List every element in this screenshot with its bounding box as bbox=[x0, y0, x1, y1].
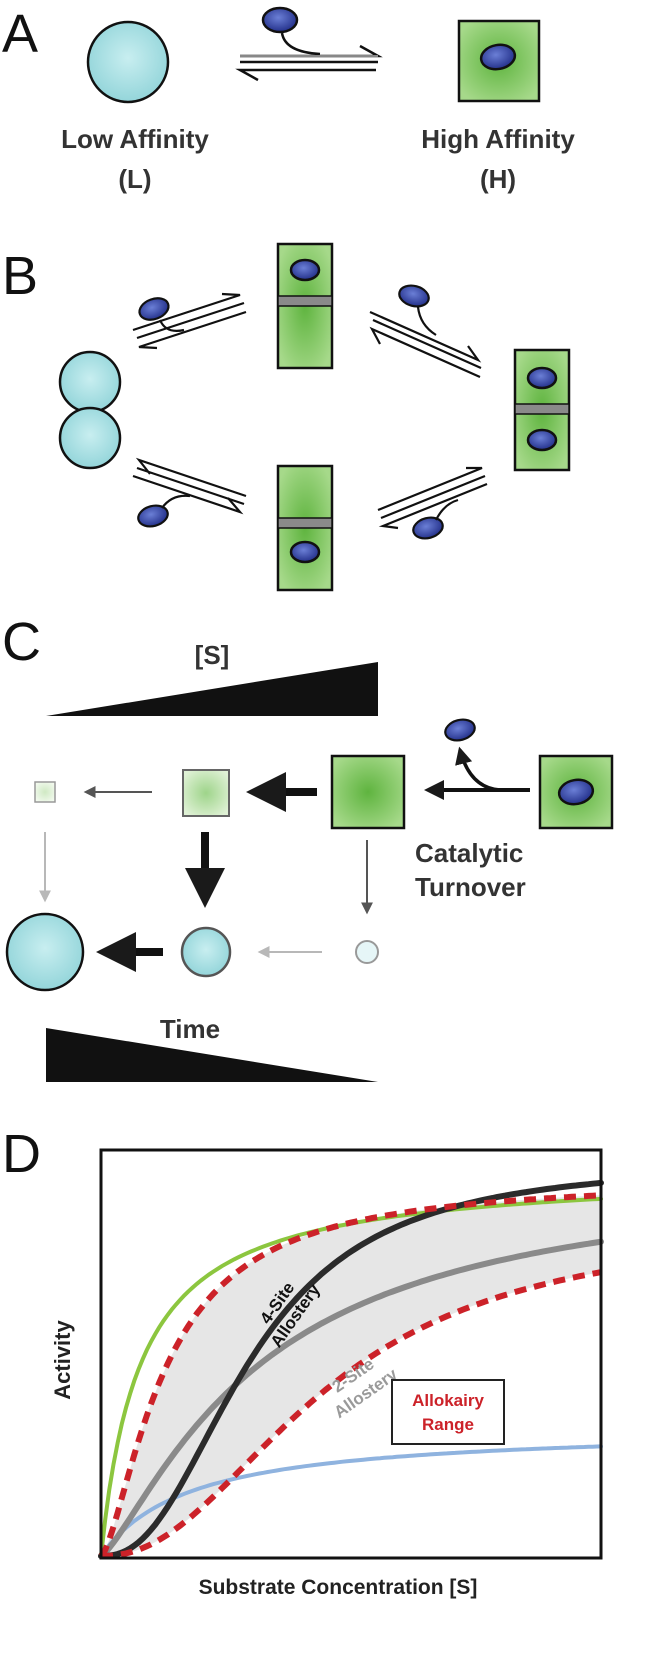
low-affinity-curve bbox=[99, 1444, 603, 1558]
binding-arrow-icon bbox=[435, 498, 459, 521]
high-affinity-symbol: (H) bbox=[480, 164, 516, 194]
panel-c-letter: C bbox=[2, 612, 41, 672]
panel-b-letter: B bbox=[2, 246, 38, 306]
low-affinity-symbol: (L) bbox=[118, 164, 151, 194]
binding-arrow-icon bbox=[161, 494, 191, 509]
faded-square-icon bbox=[182, 769, 230, 817]
dimer-subunit-circle-icon bbox=[58, 350, 122, 414]
x-axis-label: Substrate Concentration [S] bbox=[199, 1576, 478, 1599]
catalysis-label-line1: Catalytic bbox=[415, 838, 523, 868]
medium-circle-icon bbox=[180, 926, 232, 978]
allokairy-lower-bound bbox=[100, 1269, 602, 1559]
binding-arrow-icon bbox=[280, 32, 321, 56]
equilibrium-arrows-icon bbox=[369, 310, 482, 379]
bound-substrate-icon bbox=[557, 778, 595, 806]
substrate-wedge-icon bbox=[46, 662, 378, 716]
binding-arrow-icon bbox=[158, 319, 185, 332]
allokairy-upper-bound bbox=[98, 1192, 602, 1558]
panel-a-letter: A bbox=[2, 4, 38, 64]
panel-d: D Activity Substrate Concentration [S] 4… bbox=[2, 1124, 604, 1599]
substrate-concentration-label: [S] bbox=[195, 640, 230, 670]
binding-arrow-icon bbox=[416, 306, 437, 336]
low-affinity-circle-icon bbox=[86, 20, 170, 104]
substrate-ellipse-icon bbox=[138, 297, 170, 321]
released-substrate-icon bbox=[444, 718, 476, 742]
two-site-curve bbox=[98, 1238, 604, 1559]
dimer-subunit-circle-icon bbox=[58, 406, 122, 470]
equilibrium-arrows-icon bbox=[235, 44, 383, 82]
bound-substrate-icon bbox=[479, 43, 517, 71]
panel-d-letter: D bbox=[2, 1124, 41, 1184]
allokairy-range-box bbox=[391, 1379, 505, 1445]
low-affinity-label: Low Affinity bbox=[61, 124, 209, 154]
high-affinity-label: High Affinity bbox=[421, 124, 575, 154]
equilibrium-arrows-icon bbox=[377, 466, 488, 530]
equilibrium-arrows-icon bbox=[132, 292, 247, 350]
plot-frame bbox=[99, 1148, 603, 1560]
time-wedge-icon bbox=[46, 1028, 378, 1082]
catalysis-label-line2: Turnover bbox=[415, 872, 526, 902]
substrate-ellipse-icon bbox=[137, 504, 169, 528]
substrate-ellipse-icon bbox=[412, 516, 444, 540]
dimer-bottom-icon bbox=[276, 464, 334, 592]
panel-a: A Low Affinity (L) High Affinity (H) bbox=[2, 4, 575, 194]
equilibrium-arrows-icon bbox=[132, 457, 247, 515]
panel-b: B bbox=[2, 242, 571, 592]
low-affinity-circle-icon bbox=[5, 912, 85, 992]
four-site-curve bbox=[98, 1179, 604, 1559]
substrate-ellipse-icon bbox=[261, 6, 299, 34]
empty-high-affinity-square-icon bbox=[330, 754, 406, 830]
dimer-right-icon bbox=[513, 348, 571, 472]
faint-square-icon bbox=[34, 781, 56, 803]
small-circle-icon bbox=[355, 940, 379, 964]
dimer-top-icon bbox=[276, 242, 334, 370]
activity-plot bbox=[98, 1179, 604, 1559]
allokairy-range-shading bbox=[101, 1195, 601, 1556]
release-arrow-icon bbox=[455, 746, 501, 792]
time-label: Time bbox=[160, 1014, 220, 1044]
y-axis-label: Activity bbox=[50, 1320, 75, 1400]
substrate-ellipse-icon bbox=[398, 284, 430, 308]
allokairy-label-line1: Allokairy bbox=[412, 1391, 484, 1410]
allokairy-label-line2: Range bbox=[422, 1415, 474, 1434]
panel-c: C [S] Catalytic Turnover Time bbox=[2, 612, 614, 1082]
